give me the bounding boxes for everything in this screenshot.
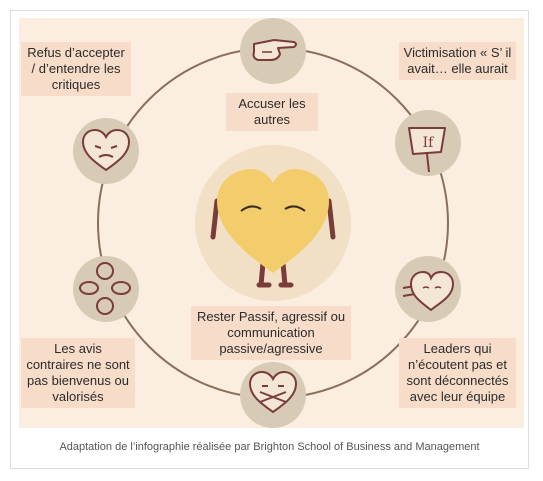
label-avis: Les avis contraires ne sont pas bienvenu…	[21, 338, 135, 408]
sad-heart-icon	[81, 128, 131, 172]
center-disc	[195, 145, 351, 301]
speaking-heart-icon	[402, 270, 455, 312]
medallion-passif	[240, 362, 306, 428]
speech-bubbles-icon	[79, 262, 131, 315]
label-refus: Refus d’accepter / d’entendre les critiq…	[21, 42, 131, 96]
if-sign-icon: If	[408, 127, 446, 173]
image-caption: Adaptation de l’infographie réalisée par…	[59, 441, 480, 453]
label-leaders: Leaders qui n’écoutent pas et sont décon…	[399, 338, 516, 408]
medallion-accuser	[240, 18, 306, 84]
medallion-victimisation: If	[395, 110, 461, 176]
yellow-heart-character-icon	[210, 169, 336, 288]
medallion-leaders	[395, 256, 461, 322]
label-passif: Rester Passif, agressif ou communication…	[191, 306, 351, 360]
medallion-refus	[73, 118, 139, 184]
infographic: If Refus d’acce	[19, 18, 524, 428]
label-accuser: Accuser les autres	[226, 93, 318, 131]
if-sign-text: If	[423, 135, 436, 151]
label-victimisation: Victimisation « S’ il avait… elle aurait	[399, 42, 516, 80]
medallion-avis	[73, 256, 139, 322]
pointing-hand-icon	[252, 39, 297, 61]
silenced-heart-icon	[248, 370, 298, 414]
